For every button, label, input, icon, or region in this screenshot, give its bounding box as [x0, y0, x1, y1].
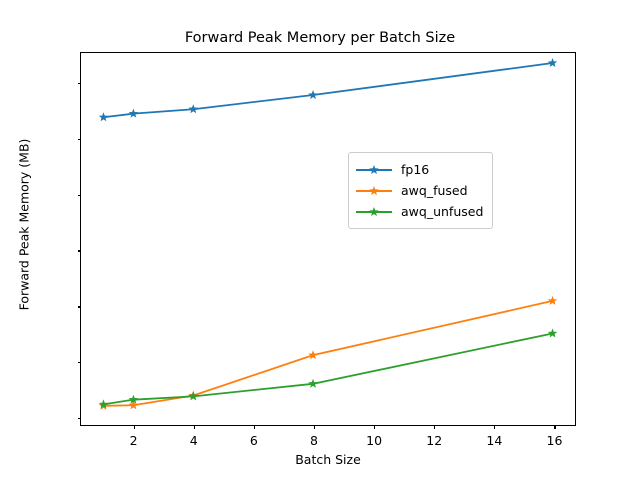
- data-point-marker: [128, 108, 139, 118]
- data-point-marker: [547, 58, 558, 68]
- x-tick-mark: [494, 425, 496, 429]
- series-fp16: [98, 58, 558, 122]
- x-tick-label: 8: [309, 433, 318, 448]
- x-tick-mark: [313, 425, 316, 429]
- x-tick-mark: [253, 425, 255, 429]
- x-tick-label: 2: [129, 433, 138, 448]
- legend-swatch-icon: [356, 184, 392, 198]
- chart-legend: fp16 awq_fused awq_unfused: [348, 152, 494, 229]
- page-title: Forward Peak Memory per Batch Size: [184, 30, 456, 46]
- data-point-marker: [308, 378, 318, 388]
- series-awq_fused: [98, 295, 558, 410]
- y-axis-label-container: Forward Peak Memory (MB): [14, 52, 34, 426]
- y-axis-label: Forward Peak Memory (MB): [16, 138, 32, 311]
- legend-swatch-icon: [356, 163, 392, 177]
- legend-swatch-icon: [356, 205, 392, 219]
- plot-axes: 6000800010000120001400016000180002468101…: [77, 52, 576, 448]
- y-tick-mark: [77, 138, 81, 140]
- data-point-marker: [128, 400, 139, 410]
- data-point-marker: [547, 328, 558, 338]
- legend-star-icon: [369, 185, 379, 195]
- data-point-marker: [188, 104, 199, 114]
- x-tick-label: 4: [189, 433, 198, 448]
- series-line: [103, 300, 553, 407]
- plot-area: [98, 58, 558, 410]
- x-tick-mark: [374, 425, 376, 429]
- x-tick-mark: [434, 425, 436, 429]
- x-tick-label: 12: [426, 433, 443, 448]
- y-tick-mark: [77, 250, 81, 252]
- legend-star-icon: [369, 164, 379, 174]
- legend-label: awq_unfused: [401, 204, 484, 219]
- legend-label: awq_fused: [401, 183, 468, 198]
- data-point-marker: [128, 394, 139, 404]
- x-tick-mark: [193, 425, 195, 429]
- legend-star-icon: [369, 206, 379, 216]
- legend-item-fp16[interactable]: fp16: [356, 159, 483, 180]
- data-point-marker: [188, 391, 199, 401]
- data-point-marker: [547, 295, 558, 305]
- y-tick-mark: [77, 194, 81, 196]
- x-tick-label: 16: [546, 433, 563, 448]
- x-tick-mark: [554, 425, 556, 429]
- y-tick-mark: [77, 418, 81, 420]
- legend-label: fp16: [401, 162, 430, 177]
- data-point-marker: [98, 399, 109, 409]
- series-line: [103, 62, 553, 119]
- y-tick-mark: [77, 82, 81, 84]
- legend-item-awq_fused[interactable]: awq_fused: [356, 180, 483, 201]
- x-tick-label: 14: [486, 433, 503, 448]
- series-line: [103, 332, 553, 406]
- y-tick-mark: [77, 306, 81, 308]
- x-tick-label: 10: [366, 433, 383, 448]
- x-tick-label: 6: [249, 433, 258, 448]
- x-tick-mark: [133, 425, 135, 429]
- legend-item-awq_unfused[interactable]: awq_unfused: [356, 201, 483, 222]
- y-tick-mark: [77, 362, 81, 364]
- data-point-marker: [98, 112, 109, 122]
- series-awq_unfused: [98, 328, 558, 409]
- data-point-marker: [308, 90, 318, 100]
- x-axis-label: Batch Size: [295, 452, 361, 467]
- data-point-marker: [308, 350, 318, 360]
